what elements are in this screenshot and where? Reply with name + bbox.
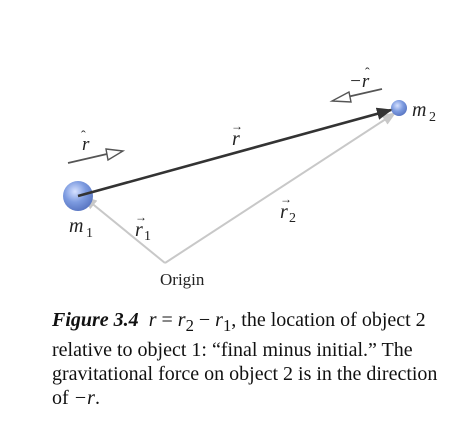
rhat-hat-glyph: ˆ [81, 129, 86, 144]
caption-end-punct: . [94, 387, 100, 409]
r-arrow-glyph: → [231, 119, 243, 133]
gravitation-vector-diagram: r ˆ −r ˆ r → r 2 → r 1 → m 1 m 2 Origin [63, 66, 436, 289]
r-vector [77, 107, 393, 198]
r2-arrow-glyph: → [280, 192, 292, 206]
figure-caption: Figure 3.4 r = r2 − r1, the location of … [52, 308, 452, 410]
caption-eq-minus: − [193, 309, 216, 331]
neg-rhat-label: −r [349, 71, 370, 92]
caption-end-var: −r [73, 387, 95, 409]
rhat-label: r [82, 134, 90, 155]
m1-sub: 1 [86, 226, 93, 241]
origin-label: Origin [160, 270, 205, 289]
caption-eq-r2: r [177, 309, 186, 331]
caption-figure-label: Figure 3.4 [52, 309, 139, 331]
m2-sub: 2 [429, 110, 436, 125]
m1-label: m [69, 215, 83, 237]
m2-label: m [412, 99, 426, 121]
neg-rhat-hat-glyph: ˆ [365, 66, 370, 81]
r2-vector [164, 112, 397, 264]
rhat-arrow-icon [67, 148, 126, 164]
r-label: r [232, 128, 240, 150]
r2-label: r [280, 201, 288, 223]
caption-eq-r1: r [215, 309, 223, 331]
mass-m2 [391, 100, 407, 116]
caption-eq-equals: = [156, 309, 178, 331]
neg-rhat-arrow-icon [329, 88, 383, 103]
r1-arrow-glyph: → [135, 210, 147, 224]
r1-vector [82, 196, 166, 264]
r1-label: r [135, 219, 143, 241]
caption-eq-r: r [148, 309, 157, 331]
caption-eq-sub1: 1 [222, 316, 232, 335]
r2-sub: 2 [289, 211, 296, 226]
r1-sub: 1 [144, 229, 151, 244]
caption-text: , the location of object 2 relative to o… [52, 309, 438, 409]
caption-eq-sub2: 2 [185, 316, 194, 335]
